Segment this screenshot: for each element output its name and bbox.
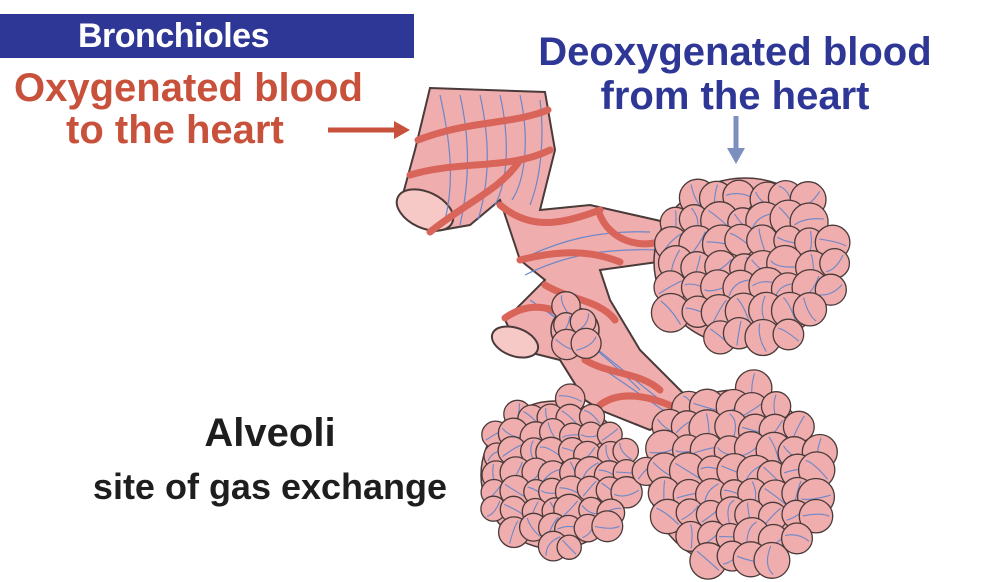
- alveolus: [814, 273, 847, 306]
- alveolus-capillary: [502, 444, 523, 458]
- alveolus-capillary: [736, 320, 742, 346]
- alveolus-capillary: [509, 520, 519, 544]
- alveolus: [753, 541, 791, 579]
- oxygenated-blood-label-line2: to the heart: [66, 108, 284, 152]
- alveolus-capillary: [805, 460, 829, 480]
- alveolus-capillary: [576, 336, 597, 351]
- bronchioles-banner: Bronchioles: [0, 14, 414, 58]
- alveolus-capillary: [801, 494, 831, 500]
- alveolus-capillary: [526, 517, 541, 537]
- alveolar-sac-small-branch: [550, 291, 602, 361]
- oxygenated-blood-arrow: [328, 121, 410, 139]
- alveolus-capillary: [656, 507, 680, 526]
- alveolus-capillary: [758, 228, 766, 253]
- alveolus-capillary: [486, 500, 501, 517]
- alveolus-capillary: [504, 483, 527, 498]
- alveoli-subtitle: site of gas exchange: [92, 466, 448, 507]
- alveolus-capillary: [601, 428, 619, 442]
- alveolus-capillary: [584, 409, 601, 424]
- alveolus: [792, 292, 828, 327]
- alveolus-capillary: [675, 462, 701, 479]
- alveolus-capillary: [681, 505, 699, 521]
- bronchiole-tubes: [395, 86, 692, 432]
- alveolus-capillary: [696, 550, 720, 571]
- alveolus-capillary: [819, 238, 847, 247]
- alveolus-capillary: [793, 218, 825, 226]
- alveolus: [780, 522, 814, 555]
- alveolus-capillary: [777, 327, 800, 342]
- alveolus-capillary: [582, 480, 597, 497]
- alveolus-capillary: [802, 513, 830, 517]
- alveolar-clusters: [480, 177, 851, 580]
- blood-vessel-bands: [406, 106, 684, 414]
- alveolus-capillary: [803, 297, 817, 322]
- alveolus-capillary: [768, 436, 780, 464]
- alveolus: [570, 327, 602, 360]
- alveolus-capillary: [826, 254, 844, 273]
- deoxygenated-blood-arrow: [727, 116, 745, 164]
- alveolus: [798, 498, 834, 534]
- alveolus-capillary: [764, 507, 782, 526]
- alveolus-capillary: [660, 300, 682, 325]
- alveolus-capillary: [658, 280, 682, 295]
- alveolus-capillary: [758, 323, 767, 352]
- alveolus-capillary: [764, 487, 787, 506]
- alveoli-title: Alveoli: [204, 411, 336, 455]
- alveolus-capillary: [545, 536, 561, 556]
- alveolus-capillary: [562, 539, 577, 555]
- alveolar-sac-upper-right: [650, 177, 851, 357]
- alveolus-capillary: [690, 524, 693, 549]
- alveolar-sac-lower-right: [631, 369, 838, 580]
- alveolus: [610, 476, 643, 509]
- alveolus-capillary: [819, 284, 843, 296]
- alveolus: [591, 510, 624, 543]
- deoxygenated-blood-label-line1: Deoxygenated blood: [538, 30, 932, 74]
- alveolus-capillary: [727, 499, 735, 526]
- alveolus-capillary: [613, 489, 640, 497]
- alveolus-capillary: [766, 545, 774, 576]
- oxygenated-blood-label-line1: Oxygenated blood: [14, 66, 363, 110]
- alveolus: [772, 318, 805, 351]
- bronchioles-label: Bronchioles: [78, 17, 269, 55]
- alveolus-capillary: [558, 395, 582, 402]
- alveolus-capillary: [792, 415, 805, 438]
- alveolus: [819, 247, 851, 279]
- alveolus-capillary: [594, 525, 620, 529]
- alveolus-capillary: [619, 442, 632, 460]
- alveolar-sac-lower-left: [480, 383, 643, 562]
- deoxygenated-blood-label-line2: from the heart: [600, 74, 870, 118]
- alveolus-capillary: [725, 193, 753, 198]
- alveolus-capillary: [784, 534, 810, 542]
